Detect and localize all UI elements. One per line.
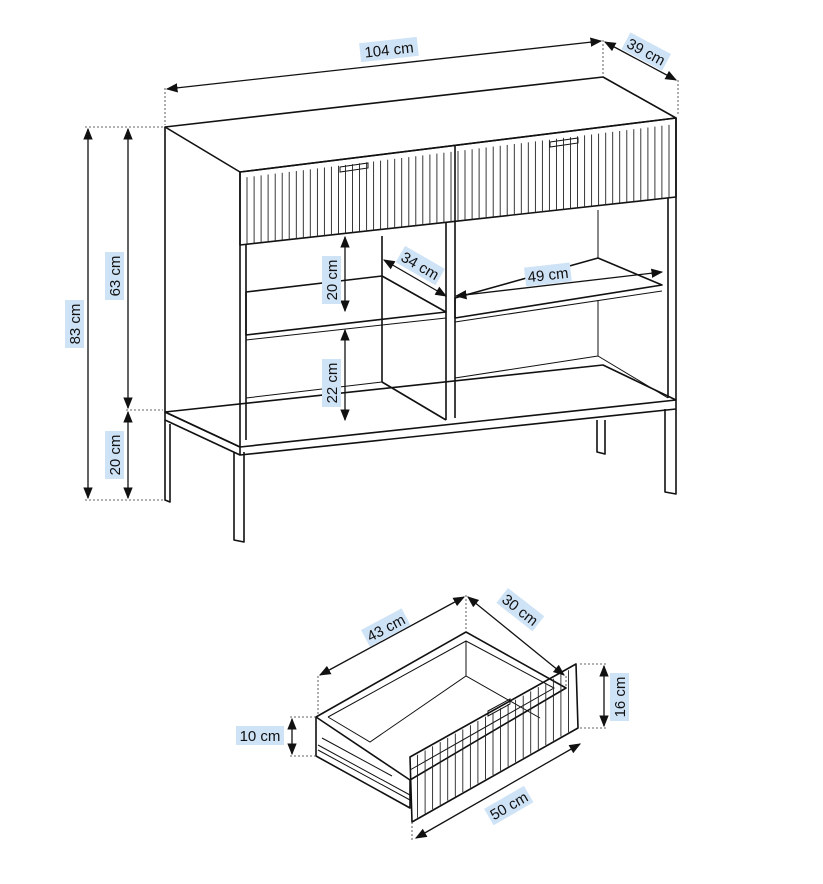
label-shelf-width: 49 cm — [524, 262, 572, 287]
svg-text:20 cm: 20 cm — [324, 260, 341, 301]
leg-front-right — [664, 409, 677, 495]
svg-text:10 cm: 10 cm — [240, 728, 281, 745]
leg-back-left — [164, 420, 171, 503]
dim-line-drawer-front-width — [414, 743, 582, 839]
label-shelf-depth: 34 cm — [395, 245, 445, 286]
drawer-band — [239, 117, 677, 246]
dimension-labels: 104 cm 39 cm 83 cm 63 cm 20 cm 20 cm 22 … — [65, 32, 672, 826]
svg-text:49 cm: 49 cm — [527, 265, 570, 287]
drawer-inner-walls — [327, 641, 541, 743]
drawer-front — [409, 663, 579, 823]
svg-text:104 cm: 104 cm — [364, 39, 415, 61]
drawer-drawing — [315, 631, 579, 823]
svg-text:43 cm: 43 cm — [364, 611, 408, 645]
label-leg-height: 20 cm — [105, 431, 124, 479]
svg-text:34 cm: 34 cm — [398, 249, 442, 284]
sideboard-left-side — [164, 127, 241, 448]
label-upper-compartment: 20 cm — [322, 256, 341, 304]
dim-line-shelf-depth — [382, 259, 448, 297]
right-drawer-handle — [549, 137, 579, 148]
label-drawer-width: 43 cm — [360, 608, 411, 647]
leg-back-right — [596, 420, 606, 455]
dim-line-drawer-depth — [467, 596, 565, 676]
left-drawer-handle — [339, 162, 369, 173]
label-cabinet-depth: 39 cm — [621, 32, 672, 71]
dimension-lines — [83, 37, 679, 840]
svg-text:16 cm: 16 cm — [612, 677, 629, 718]
label-lower-compartment: 22 cm — [322, 359, 341, 407]
bottom-panel — [164, 364, 677, 448]
svg-text:50 cm: 50 cm — [487, 789, 531, 824]
svg-text:30 cm: 30 cm — [498, 591, 541, 630]
drawer-front-ribs — [417, 670, 569, 818]
right-compartment-back — [454, 210, 669, 399]
leg-front-left — [233, 452, 245, 543]
drawer-handle — [487, 698, 511, 717]
label-drawer-front-height: 16 cm — [610, 673, 629, 721]
dim-line-cabinet-depth — [603, 41, 678, 81]
dim-line-shelf-width — [454, 268, 664, 300]
label-drawer-depth: 30 cm — [496, 587, 545, 632]
dim-line-drawer-width — [318, 596, 466, 676]
left-shelf — [245, 275, 447, 336]
svg-text:20 cm: 20 cm — [107, 435, 124, 476]
svg-text:83 cm: 83 cm — [67, 304, 84, 345]
label-drawer-front-width: 50 cm — [484, 785, 534, 826]
sideboard-top — [164, 76, 677, 173]
label-total-height: 83 cm — [65, 300, 84, 348]
drawer-left-side — [315, 717, 411, 809]
svg-text:63 cm: 63 cm — [107, 256, 124, 297]
drawer-band-ribs — [246, 124, 670, 245]
svg-text:22 cm: 22 cm — [324, 363, 341, 404]
center-divider — [381, 221, 456, 421]
sideboard-drawing — [164, 76, 677, 543]
label-cabinet-width: 104 cm — [359, 36, 419, 63]
dim-line-cabinet-width — [165, 37, 603, 93]
label-body-height: 63 cm — [105, 252, 124, 300]
label-drawer-side: 10 cm — [236, 726, 284, 745]
